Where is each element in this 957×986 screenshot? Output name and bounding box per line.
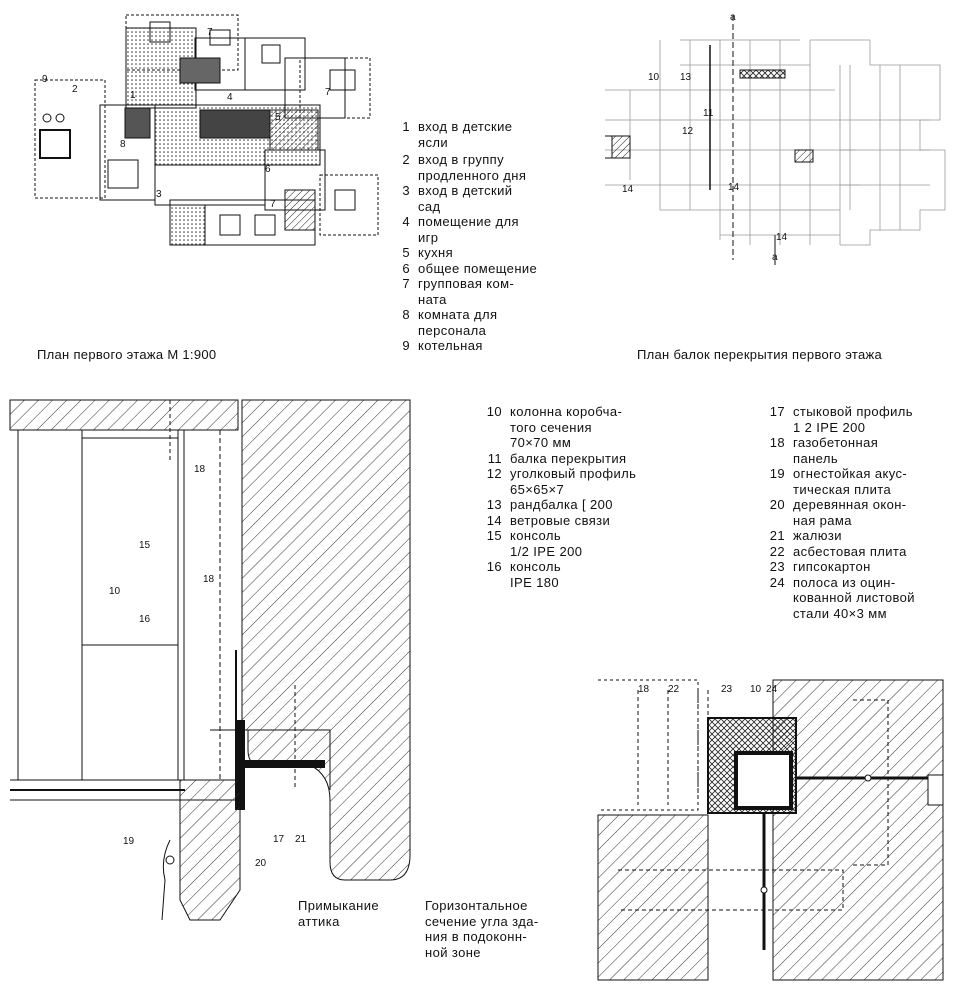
beam-label-a-top: a: [730, 12, 736, 23]
caption-horizontal-section: Горизонтальное сечение угла зда- ния в п…: [425, 898, 539, 960]
attic-label-21: 21: [295, 834, 307, 845]
attic-detail: 18 15 10 18 16 19 17 21 20: [9, 399, 411, 921]
plan-label-7c: 7: [270, 199, 276, 210]
corner-section-detail: 18 22 23 10 24: [597, 679, 944, 981]
beam-label-a-bottom: a: [772, 252, 778, 263]
attic-label-18b: 18: [203, 574, 215, 585]
corner-label-18: 18: [638, 684, 650, 695]
caption-attic: Примыкание аттика: [298, 898, 379, 929]
plan-label-3: 3: [156, 189, 162, 200]
beam-label-12: 12: [682, 126, 694, 137]
beam-label-14b: 14: [728, 182, 740, 193]
beam-label-14a: 14: [622, 184, 634, 195]
attic-label-15: 15: [139, 540, 151, 551]
beam-plan: 10 13 11 12 14 14 14 a a: [605, 12, 946, 265]
attic-label-16: 16: [139, 614, 151, 625]
plan-label-7a: 7: [207, 27, 213, 38]
beam-label-13: 13: [680, 72, 692, 83]
attic-label-18a: 18: [194, 464, 206, 475]
attic-label-19: 19: [123, 836, 135, 847]
corner-label-22: 22: [668, 684, 680, 695]
plan-label-1: 1: [130, 90, 136, 101]
caption-ground-plan: План первого этажа М 1:900: [37, 347, 217, 362]
attic-label-17: 17: [273, 834, 285, 845]
plan-label-5: 5: [275, 112, 281, 123]
plan-label-6: 6: [265, 164, 271, 175]
plan-label-7b: 7: [325, 87, 331, 98]
plan-label-8: 8: [120, 139, 126, 150]
corner-label-10: 10: [750, 684, 762, 695]
beam-label-11: 11: [703, 108, 714, 119]
plan-label-9: 9: [42, 74, 48, 85]
beam-label-10: 10: [648, 72, 660, 83]
plan-label-4: 4: [227, 92, 233, 103]
attic-label-10: 10: [109, 586, 121, 597]
plan-label-2: 2: [72, 84, 78, 95]
attic-label-20: 20: [255, 858, 267, 869]
corner-label-24: 24: [766, 684, 778, 695]
ground-floor-plan: 1 2 3 4 5 6 7 7 7 8 9: [34, 14, 379, 246]
corner-label-23: 23: [721, 684, 733, 695]
beam-label-14c: 14: [776, 232, 788, 243]
caption-beam-plan: План балок перекрытия первого этажа: [637, 347, 883, 362]
